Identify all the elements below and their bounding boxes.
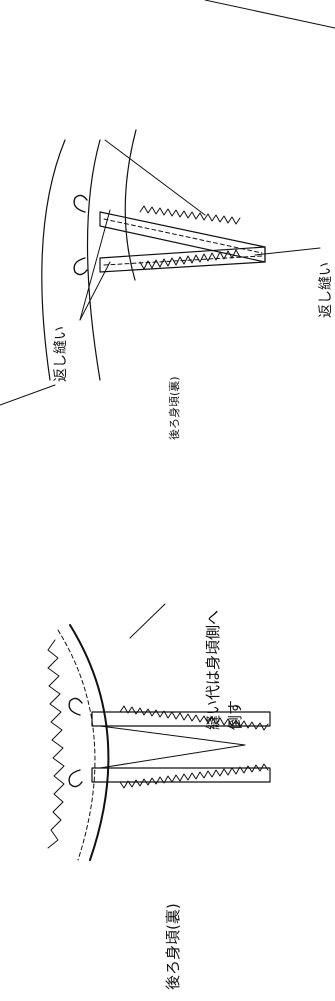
leader-line [254,247,321,256]
neckline-outer-bold [69,624,110,861]
top-dart-figure: 返し縫い 後ろ身頃(裏) 返し縫い [0,0,335,440]
dart-stitch-line [103,218,263,254]
bottom-dart-figure: 縫い代は身頃側へ 倒す 後ろ身頃(裏) [47,603,271,990]
dart-stitch-line-2 [103,255,263,266]
neckline-curve-outer [41,139,66,381]
dart-leg-right [99,246,266,273]
back-yoke-inside-label-top: 後ろ身頃(裏) [167,376,181,440]
back-stitch-label-top: 返し縫い [53,326,69,382]
guide-line-top [204,0,335,29]
pressed-dart-leg-left [91,711,271,727]
leader-line [79,261,111,321]
loop-arrow-icon [68,697,83,716]
neckline-curve-inner [124,129,137,281]
zigzag-edge-left [139,205,241,225]
leader-line [79,209,111,321]
pressed-zigzag-left [119,705,269,731]
seam-allowance-label-line2: 倒す [226,700,244,730]
neckline-curve-mid [86,139,101,381]
back-yoke-inside-label-bottom: 後ろ身頃(裏) [164,903,182,990]
leader-line [129,603,166,639]
guide-line-left [0,384,56,406]
pressed-dart-leg-right [91,767,271,783]
loop-arrow-icon [73,257,88,276]
loop-arrow-icon [68,769,83,788]
guide-line-diagonal [104,139,206,216]
neckline-zigzag [47,639,65,849]
loop-arrow-icon [73,194,88,213]
pressed-zigzag-right [119,763,269,789]
seam-allowance-label-line1: 縫い代は身頃側へ [204,610,222,730]
dart-leg-left [99,211,266,263]
zigzag-edge-right [139,249,241,270]
pressed-dart-inner [99,725,246,769]
back-stitch-label-right: 返し縫い [318,262,334,318]
neckline-dashed [57,629,96,861]
